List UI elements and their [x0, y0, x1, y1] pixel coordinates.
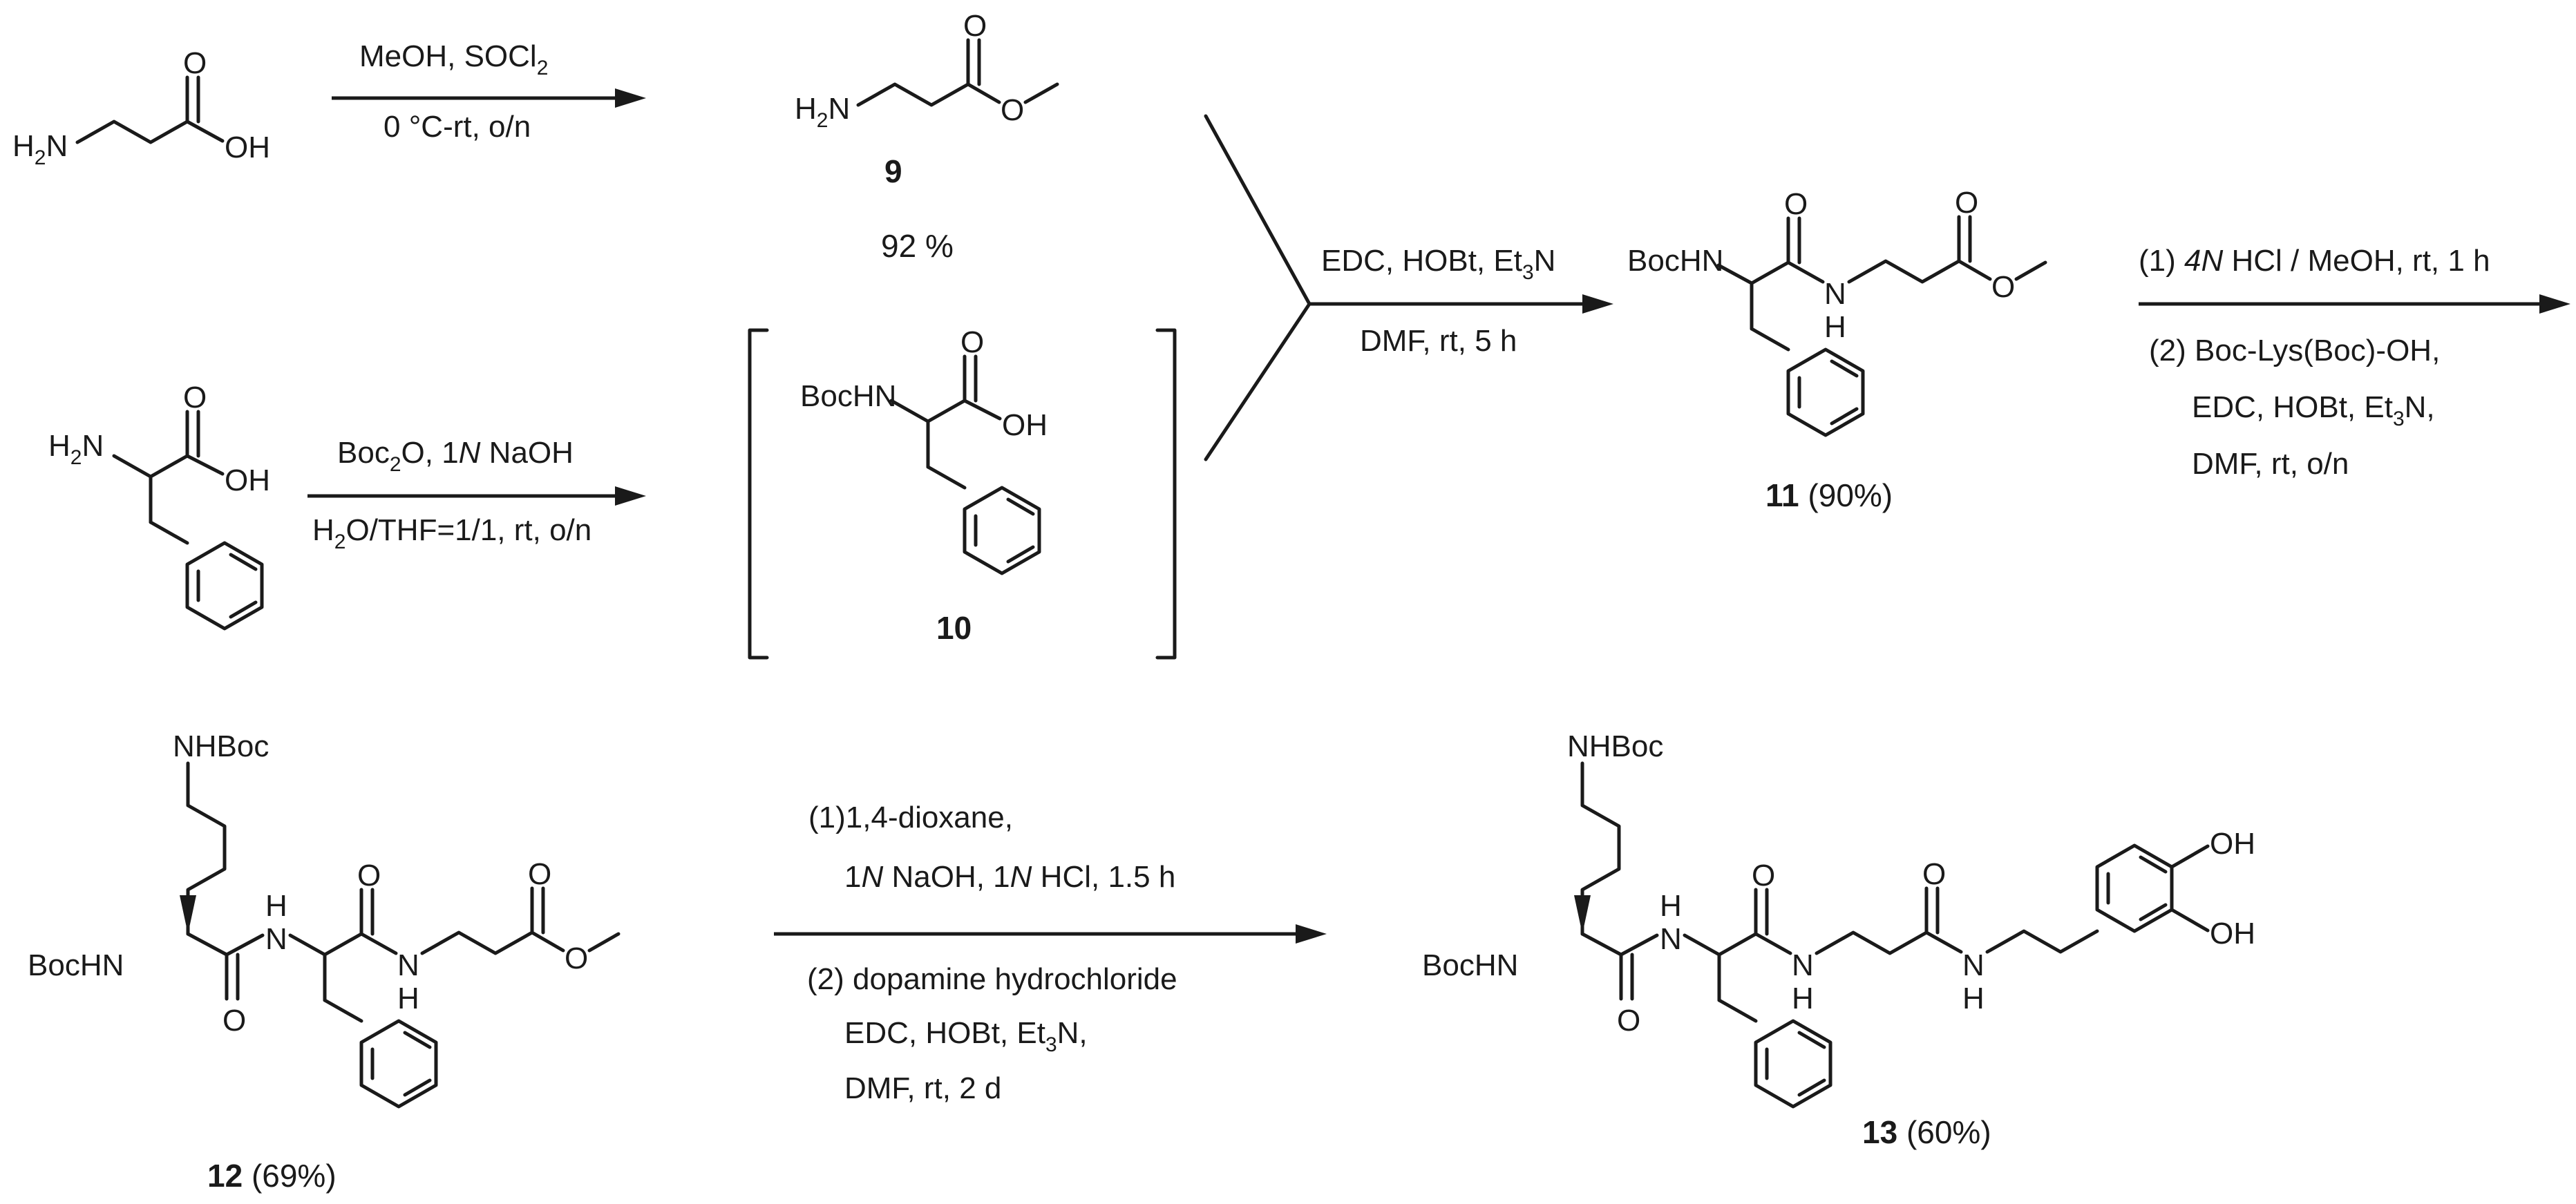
- phenyl-ring: [187, 543, 262, 629]
- boc-amine-label: BocHN: [1627, 244, 1723, 278]
- step3-arrow: EDC, HOBt, Et3N DMF, rt, 5 h: [1309, 244, 1613, 358]
- step4-line4: DMF, rt, o/n: [2192, 447, 2349, 481]
- phenyl-ring: [965, 488, 1039, 573]
- hydroxyl-1: OH: [2210, 827, 2255, 861]
- compound-9-structure: H2N O O 9 92 %: [795, 9, 1059, 264]
- amide-h-2: H: [397, 982, 419, 1015]
- step2-conditions: H2O/THF=1/1, rt, o/n: [312, 513, 591, 553]
- converge-line-bottom: [1204, 302, 1311, 461]
- beta-alanine-structure: H2N O OH: [12, 46, 270, 169]
- compound-11-label: 11 (90%): [1765, 477, 1893, 513]
- boc-amine-label: BocHN: [800, 379, 896, 413]
- carbonyl-o-3: O: [1922, 857, 1946, 891]
- step2-reagents: Boc2O, 1N NaOH: [337, 436, 574, 476]
- carbonyl-o-ester: O: [528, 857, 551, 891]
- step4-line1: (1) 4N HCl / MeOH, rt, 1 h: [2139, 244, 2490, 278]
- boc-amine-label: BocHN: [28, 948, 124, 982]
- step3-conditions: DMF, rt, 5 h: [1360, 324, 1517, 358]
- carbonyl-o: O: [183, 46, 207, 80]
- amide-h-2: H: [1792, 982, 1814, 1015]
- step2-arrow: Boc2O, 1N NaOH H2O/THF=1/1, rt, o/n: [307, 436, 646, 553]
- hydroxyl-2: OH: [2210, 917, 2255, 950]
- step4-line2: (2) Boc-Lys(Boc)-OH,: [2149, 334, 2440, 367]
- amide-n: N: [1660, 922, 1682, 956]
- carbonyl-o-ester: O: [1955, 186, 1978, 220]
- hydroxyl: OH: [225, 464, 270, 497]
- carbonyl-o-2: O: [1752, 859, 1775, 892]
- compound-11-structure: BocHN O N H O O 11 (90%): [1627, 186, 2047, 513]
- amide-n-3: N: [1962, 948, 1985, 982]
- carbonyl-o: O: [222, 1004, 246, 1038]
- amide-n: N: [1824, 277, 1846, 311]
- amide-n-2: N: [1792, 948, 1814, 982]
- step5-arrow: (1)1,4-dioxane, 1N NaOH, 1N HCl, 1.5 h (…: [774, 801, 1327, 1105]
- ester-o: O: [1991, 270, 2015, 304]
- step5-line5: DMF, rt, 2 d: [844, 1071, 1001, 1105]
- carbonyl-o: O: [1784, 187, 1808, 221]
- amide-n: N: [265, 922, 287, 956]
- carbonyl-o: O: [963, 9, 987, 43]
- carbonyl-o: O: [183, 381, 207, 414]
- catechol-ring: [2097, 845, 2172, 931]
- step5-line2: 1N NaOH, 1N HCl, 1.5 h: [844, 860, 1175, 894]
- step5-line3: (2) dopamine hydrochloride: [807, 962, 1177, 996]
- step1-arrow: MeOH, SOCl2 0 °C-rt, o/n: [332, 39, 646, 144]
- phenyl-ring: [1756, 1021, 1830, 1107]
- step5-line1: (1)1,4-dioxane,: [808, 801, 1013, 834]
- nhboc-label: NHBoc: [173, 729, 269, 763]
- hydroxyl: OH: [225, 131, 270, 164]
- compound-9-number: 9: [884, 153, 902, 189]
- nhboc-label: NHBoc: [1567, 729, 1663, 763]
- compound-10-structure: BocHN O OH 10: [748, 325, 1177, 660]
- converge-line-top: [1204, 114, 1311, 306]
- amine-label: H2N: [12, 129, 68, 169]
- phenyl-ring: [1788, 350, 1863, 435]
- amide-h: H: [1824, 310, 1846, 344]
- amide-h: H: [1660, 889, 1682, 923]
- carbonyl-o-2: O: [357, 859, 381, 892]
- amine-label: H2N: [795, 92, 850, 132]
- ester-o: O: [565, 942, 588, 975]
- compound-13-label: 13 (60%): [1862, 1114, 1991, 1150]
- step1-conditions: 0 °C-rt, o/n: [383, 110, 531, 144]
- step4-arrow: (1) 4N HCl / MeOH, rt, 1 h (2) Boc-Lys(B…: [2139, 244, 2570, 481]
- amine-label: H2N: [48, 429, 104, 469]
- compound-13-structure: NHBoc BocHN O H N O N H O N H OH OH 13: [1422, 729, 2255, 1150]
- amide-h-3: H: [1962, 982, 1985, 1015]
- step3-reagents: EDC, HOBt, Et3N: [1321, 244, 1555, 284]
- carbonyl-o: O: [960, 325, 984, 359]
- phenylalanine-structure: H2N O OH: [48, 381, 270, 629]
- boc-amine-label: BocHN: [1422, 948, 1518, 982]
- step1-reagents: MeOH, SOCl2: [359, 39, 548, 79]
- step5-line4: EDC, HOBt, Et3N,: [844, 1016, 1088, 1056]
- compound-12-structure: NHBoc BocHN O H N O N H O O 12 (69%): [28, 729, 621, 1194]
- compound-12-label: 12 (69%): [207, 1158, 337, 1194]
- step4-line3: EDC, HOBt, Et3N,: [2192, 390, 2435, 430]
- ester-o: O: [1001, 93, 1024, 127]
- amide-n-2: N: [397, 948, 419, 982]
- carbonyl-o: O: [1617, 1004, 1640, 1038]
- compound-10-number: 10: [936, 610, 972, 646]
- amide-h: H: [265, 889, 287, 923]
- compound-9-yield: 92 %: [881, 228, 954, 264]
- phenyl-ring: [361, 1021, 436, 1107]
- hydroxyl: OH: [1002, 408, 1048, 442]
